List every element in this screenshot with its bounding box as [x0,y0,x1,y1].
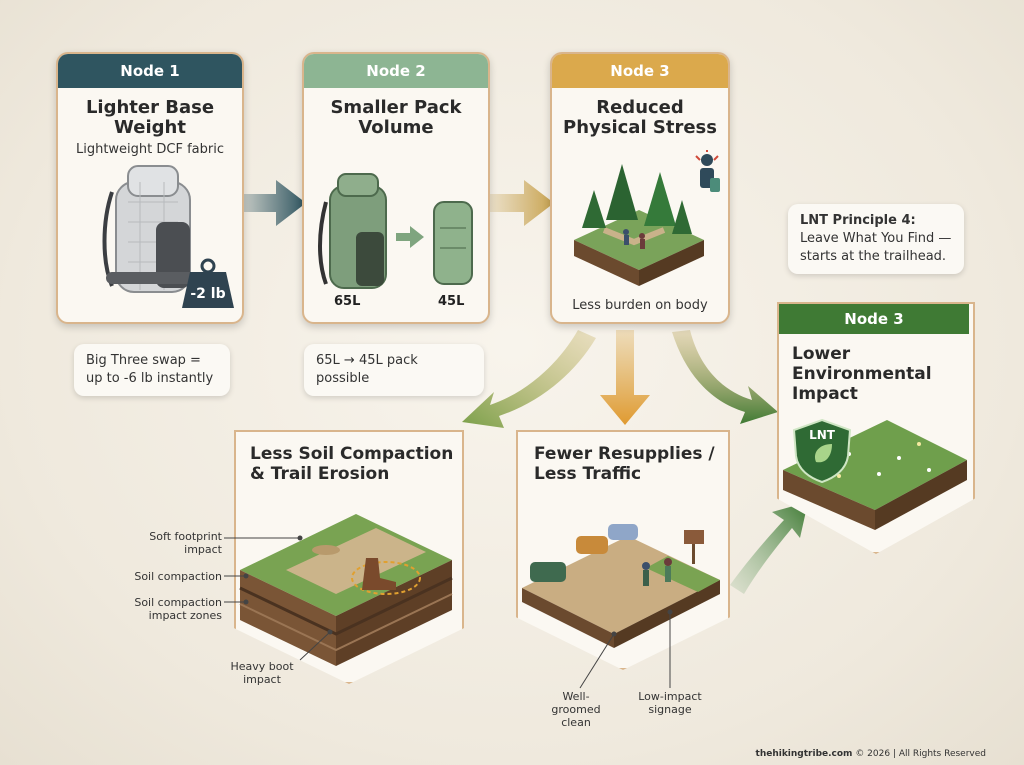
soil-title: Less Soil Compaction & Trail Erosion [250,444,453,484]
lnt-shield-text: LNT [809,428,835,442]
node2-note-text: 65L → 45L pack possible [316,353,418,386]
node2-card: Node 2 Smaller Pack Volume 65L 45L [302,52,490,324]
resupply-label-clean: Well-groomed clean [551,690,601,729]
forest-hikers-illustration [574,164,704,286]
arrow-node3-to-resupply [600,330,650,425]
node1-note: Big Three swap = up to -6 lb instantly [74,344,230,396]
lnt-principle-note: LNT Principle 4: Leave What You Find — s… [788,204,964,274]
node3-header: Node 3 [552,54,728,88]
node1-header: Node 1 [58,54,242,88]
arrow-node2-to-node3 [480,180,554,226]
resupply-label-signage: Low-impact signage [638,690,702,716]
node2-header: Node 2 [304,54,488,88]
soil-label-heavy-boot: Heavy boot impact [230,660,294,686]
node3-caption: Less burden on body [572,298,708,313]
impact-title: Lower Environmental Impact [792,344,932,404]
node2-title: Smaller Pack Volume [330,97,462,138]
meadow-illustration [783,420,967,530]
weight-badge: -2 lb [190,286,226,302]
relaxed-person-icon [695,150,720,192]
node3-title: Reduced Physical Stress [563,97,717,138]
lnt-shield-icon [792,418,852,484]
node1-title: Lighter Base Weight [85,97,215,138]
lnt-principle-title: LNT Principle 4: [800,213,916,228]
soil-label-compaction: Soil compaction [134,570,222,583]
soil-label-zones: Soil compaction impact zones [134,596,222,622]
arrow-resupply-to-impact [730,502,808,594]
backpack-45l-icon [433,201,473,285]
arrow-shrink-icon [396,226,424,248]
label-65l: 65L [334,294,361,309]
arrow-node1-to-node2 [232,180,306,226]
footer-rest: © 2026 | All Rights Reserved [855,749,986,759]
backpack-65l-icon [318,173,387,289]
soil-title-line1: Less Soil Compaction [250,444,454,464]
node1-subtitle: Lightweight DCF fabric [75,142,224,157]
lnt-principle-line1: Leave What You Find — [800,231,952,246]
arrow-node3-to-impact [672,330,778,424]
footer-copyright: thehikingtribe.com © 2026 | All Rights R… [756,749,986,759]
backpack-dcf-icon [102,165,200,293]
arrow-node3-to-soil [462,330,596,428]
weight-icon [182,258,234,308]
label-45l: 45L [438,294,465,309]
resupply-title: Fewer Resupplies / Less Traffic [534,444,715,484]
lnt-principle-line2: starts at the trailhead. [800,249,947,264]
node1-note-text: Big Three swap = up to -6 lb instantly [86,353,214,386]
resupply-title-line1: Fewer Resupplies / [534,444,715,464]
node2-note: 65L → 45L pack possible [304,344,484,396]
node1-card: Node 1 Lighter Base Weight Lightweight D… [56,52,244,324]
footer-site: thehikingtribe.com [755,749,853,759]
soil-cross-section-illustration [239,514,453,666]
soil-label-footprint: Soft footprint impact [149,530,222,556]
node3-card: Node 3 Reduced Physical Stress Less burd… [550,52,730,324]
resupply-title-line2: Less Traffic [534,464,642,484]
impact-header: Node 3 [779,304,969,334]
soil-title-line2: & Trail Erosion [250,464,390,484]
trailhead-parking-illustration [522,524,720,648]
